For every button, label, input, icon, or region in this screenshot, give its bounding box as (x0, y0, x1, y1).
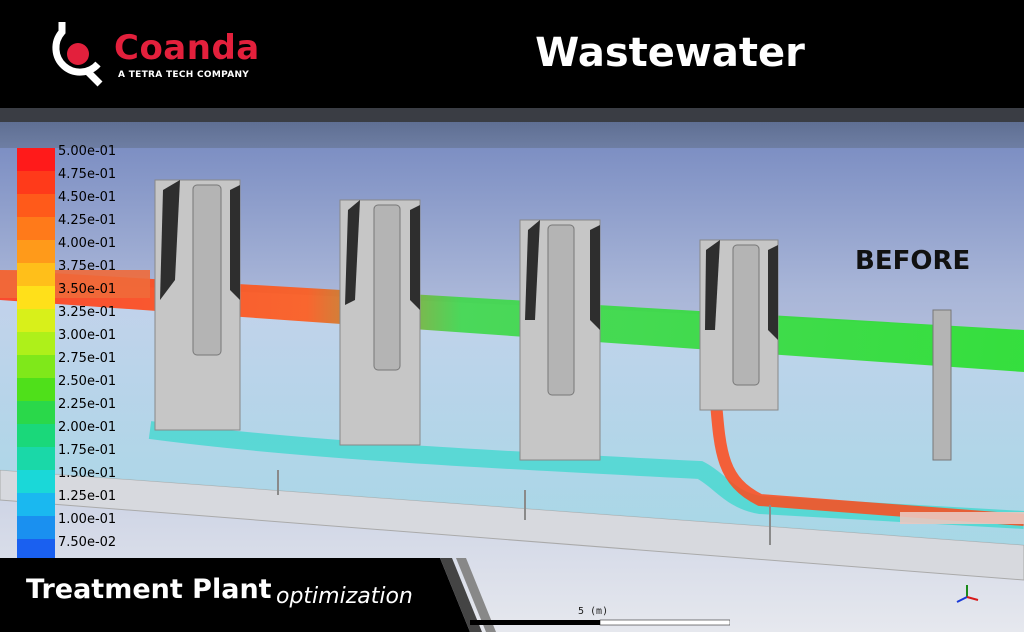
footer-banner (0, 558, 496, 632)
legend-tick: 3.75e-01 (58, 259, 117, 274)
legend-swatch (17, 217, 55, 240)
legend-swatch (17, 194, 55, 217)
legend-tick: 2.25e-01 (58, 397, 117, 412)
legend-swatch (17, 493, 55, 516)
legend-tick: 1.50e-01 (58, 466, 117, 481)
legend-swatch (17, 171, 55, 194)
legend-swatch (17, 470, 55, 493)
scale-label: 5 (m) (578, 606, 609, 617)
legend-tick: 4.00e-01 (58, 236, 117, 251)
brand-tagline: A TETRA TECH COMPANY (118, 70, 250, 80)
header-divider (0, 108, 1024, 122)
legend-tick: 1.25e-01 (58, 489, 117, 504)
color-legend (17, 148, 55, 562)
legend-swatch (17, 539, 55, 562)
tank-top-band (0, 122, 1024, 148)
brand-name: Coanda (114, 28, 260, 68)
legend-tick: 3.50e-01 (58, 282, 117, 297)
scale-bar (470, 619, 730, 626)
legend-swatch (17, 516, 55, 539)
legend-swatch (17, 378, 55, 401)
coanda-logo-icon (52, 22, 103, 87)
footer-title: Treatment Plant (26, 574, 272, 605)
legend-tick: 4.75e-01 (58, 167, 117, 182)
cfd-visualization (0, 148, 1024, 632)
page-title: Wastewater (535, 30, 805, 76)
legend-tick: 4.50e-01 (58, 190, 117, 205)
legend-swatch (17, 401, 55, 424)
legend-tick: 2.00e-01 (58, 420, 117, 435)
legend-tick: 4.25e-01 (58, 213, 117, 228)
legend-swatch (17, 424, 55, 447)
axis-triad-icon (956, 585, 979, 603)
legend-swatch (17, 332, 55, 355)
legend-swatch (17, 148, 55, 171)
legend-tick: 1.00e-01 (58, 512, 117, 527)
legend-swatch (17, 309, 55, 332)
legend-tick: 2.50e-01 (58, 374, 117, 389)
legend-tick: 3.00e-01 (58, 328, 117, 343)
legend-swatch (17, 263, 55, 286)
footer-subtitle: optimization (276, 584, 413, 609)
legend-swatch (17, 447, 55, 470)
legend-swatch (17, 240, 55, 263)
before-label: BEFORE (855, 246, 971, 276)
header-bar: Coanda A TETRA TECH COMPANY Wastewater (0, 0, 1024, 108)
legend-tick: 1.75e-01 (58, 443, 117, 458)
legend-swatch (17, 286, 55, 309)
legend-swatch (17, 355, 55, 378)
legend-tick: 5.00e-01 (58, 144, 117, 159)
legend-tick: 3.25e-01 (58, 305, 117, 320)
legend-tick: 7.50e-02 (58, 535, 117, 550)
legend-tick: 2.75e-01 (58, 351, 117, 366)
